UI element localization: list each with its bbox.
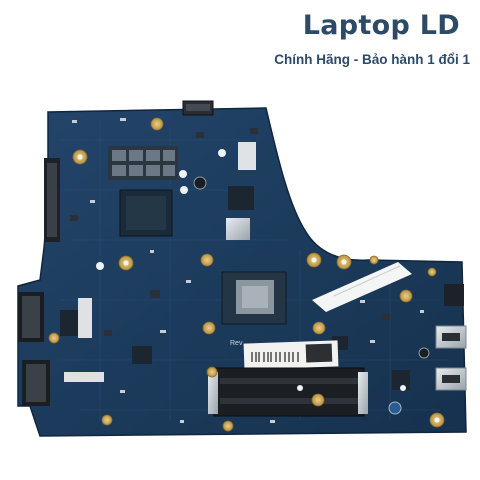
brand-title: Laptop LD: [302, 10, 460, 41]
ram-slot: [213, 367, 365, 417]
board-label-sticker: [243, 340, 339, 370]
brand-subtitle: Chính Hãng - Bảo hành 1 đổi 1: [274, 52, 470, 67]
flat-cable: [312, 262, 412, 312]
side-connector: [444, 284, 464, 306]
ec-chip: [238, 142, 256, 170]
rev-label: Rev: [230, 340, 243, 347]
